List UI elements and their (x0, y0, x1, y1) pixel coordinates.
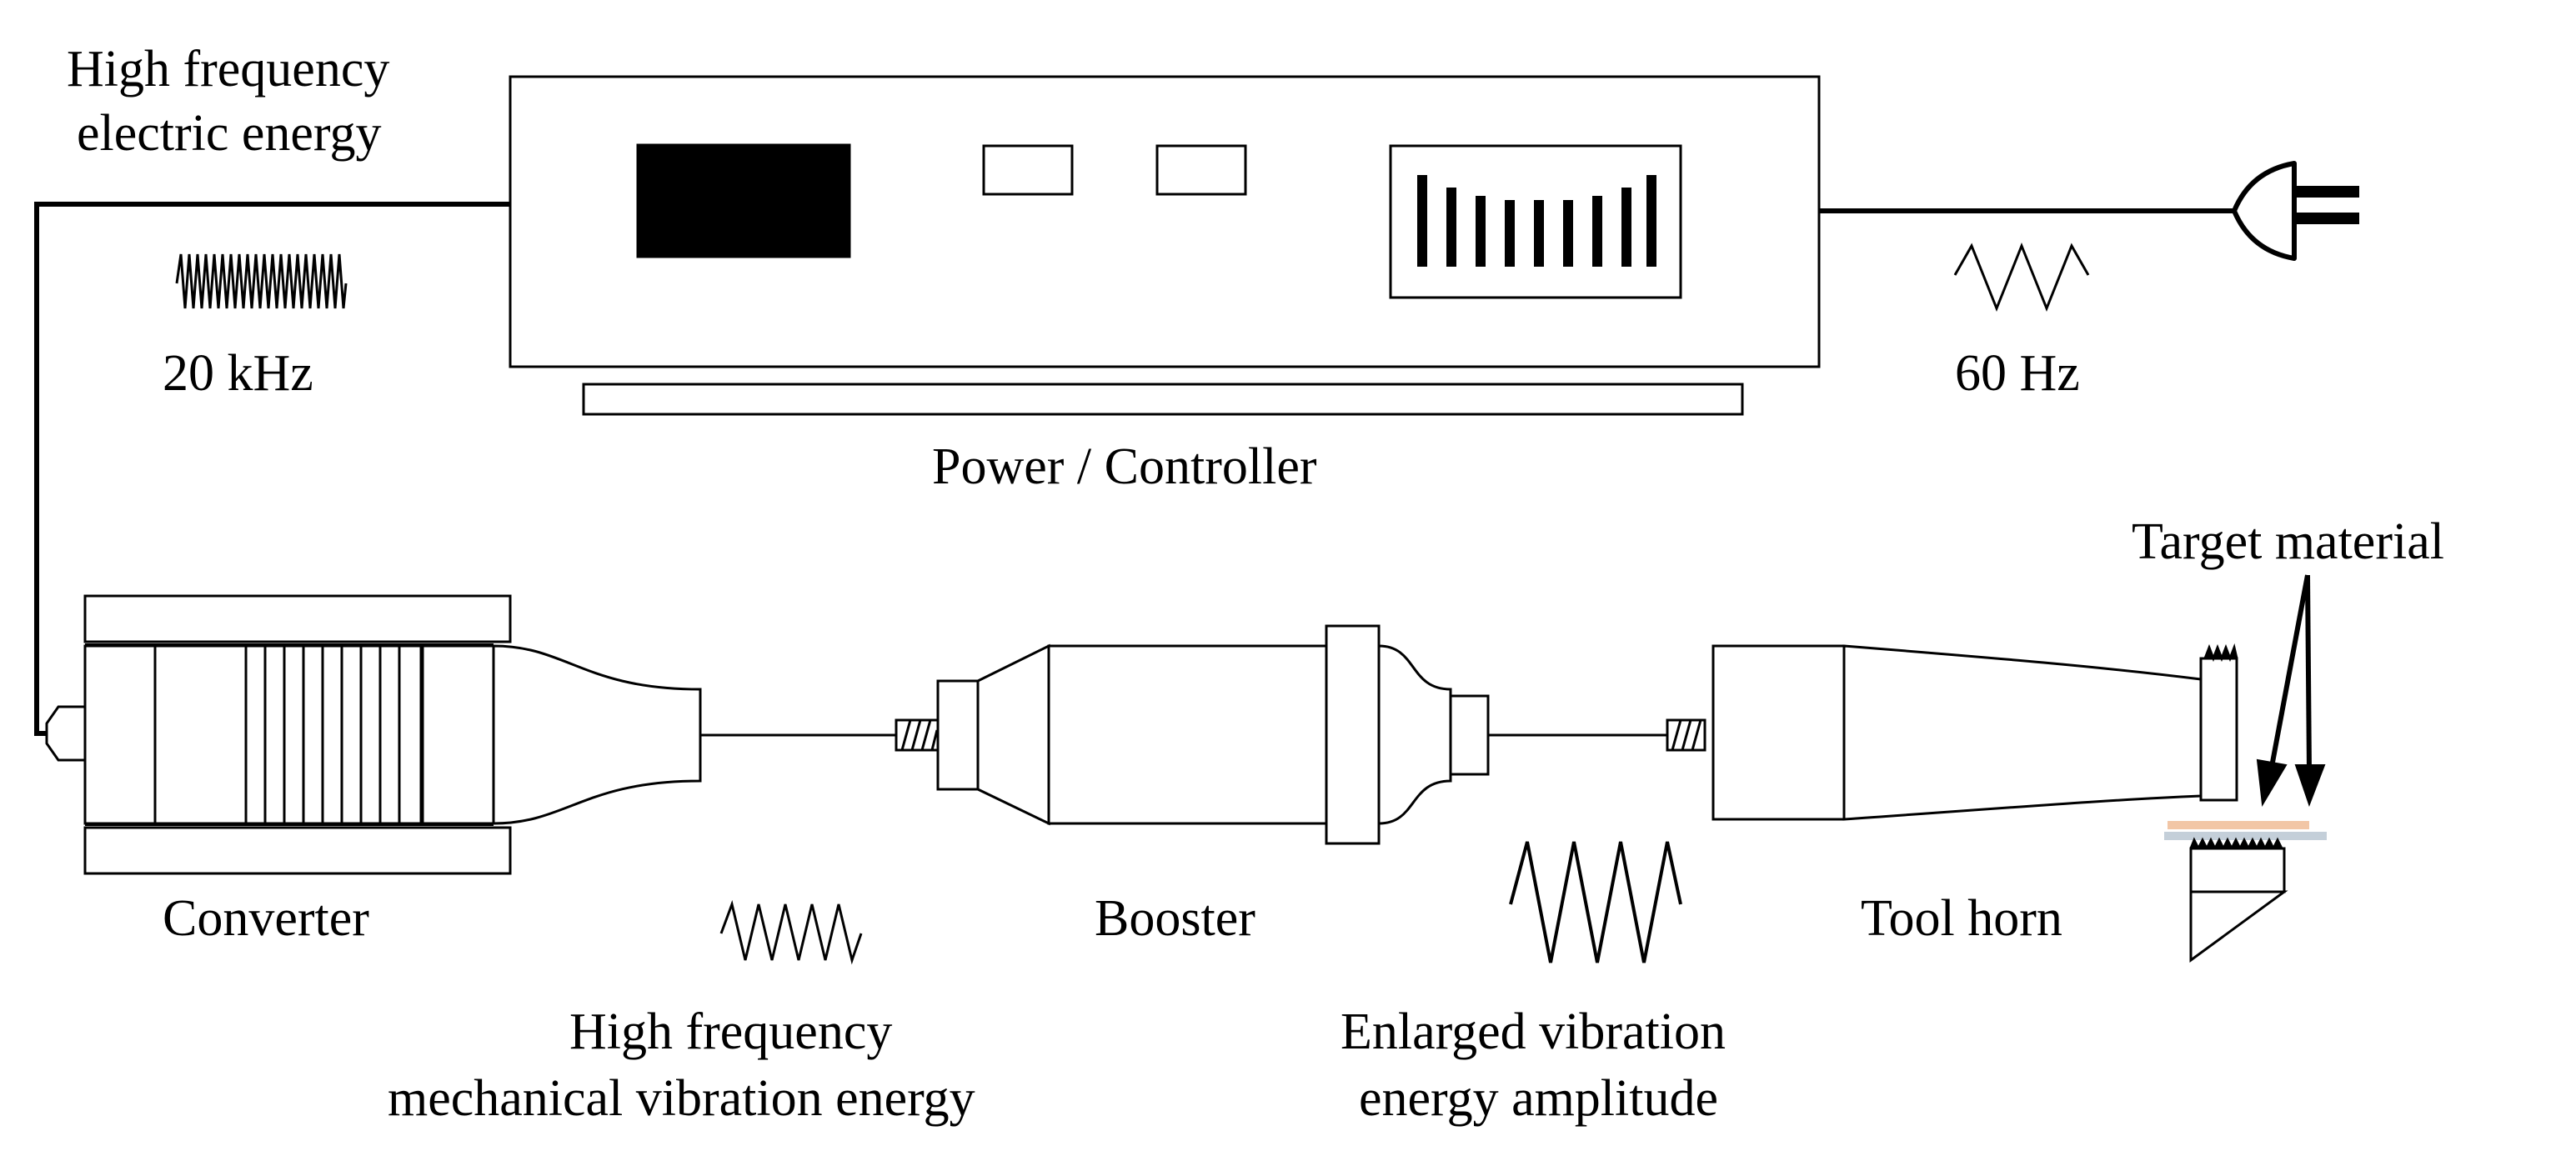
booster-cone (976, 643, 1050, 826)
label-electric-energy-line1: High frequency (67, 41, 389, 98)
label-freq-mains: 60 Hz (1955, 345, 2080, 402)
booster (936, 624, 1490, 845)
controller-button-1 (982, 144, 1074, 196)
tool-horn-teeth (2203, 643, 2238, 663)
converter-horn (492, 644, 702, 825)
label-mech-vibration-line2: mechanical vibration energy (388, 1070, 975, 1127)
tool-horn-taper (1842, 644, 2203, 821)
label-converter: Converter (163, 890, 369, 947)
label-enlarged-line1: Enlarged vibration (1341, 1003, 1726, 1060)
converter-connector (45, 705, 87, 762)
label-booster: Booster (1095, 890, 1255, 947)
converter (45, 594, 702, 875)
tool-horn (1711, 643, 2238, 821)
power-plug-icon (1819, 161, 2359, 261)
booster-flange (1325, 624, 1381, 845)
tool-horn-head (2199, 657, 2238, 802)
controller-button-2 (1155, 144, 1247, 196)
label-enlarged-line2: energy amplitude (1359, 1070, 1718, 1127)
target-layer-bottom (2164, 832, 2327, 840)
wave-20khz-icon (175, 253, 348, 309)
threaded-stud-2 (1666, 718, 1706, 752)
converter-body (83, 644, 495, 825)
wave-60hz-icon (1953, 242, 2090, 313)
label-power-controller: Power / Controller (932, 438, 1317, 495)
label-mech-vibration-line1: High frequency (569, 1003, 892, 1060)
booster-input-collar (936, 679, 980, 791)
threaded-stud-1 (895, 718, 940, 752)
booster-body (1047, 644, 1328, 825)
power-controller-unit (509, 75, 1821, 416)
converter-bottom-plate (83, 826, 512, 875)
meter-bars (1417, 175, 1656, 267)
label-target-material: Target material (2132, 513, 2444, 570)
wave-mechanical-icon (719, 899, 863, 965)
booster-output-collar (1449, 694, 1490, 776)
label-freq-high: 20 kHz (163, 345, 313, 402)
target-arrows (2256, 574, 2326, 808)
converter-top-plate (83, 594, 512, 643)
label-electric-energy-line2: electric energy (77, 105, 381, 162)
tool-horn-block (1711, 644, 1846, 821)
controller-display (636, 143, 851, 258)
anvil (2189, 837, 2288, 963)
target-layer-top (2168, 821, 2309, 829)
wave-enlarged-icon (1509, 841, 1682, 963)
electric-cable (34, 202, 510, 736)
label-tool-horn: Tool horn (1861, 890, 2062, 947)
booster-output-taper (1377, 644, 1452, 825)
controller-base (582, 383, 1744, 416)
